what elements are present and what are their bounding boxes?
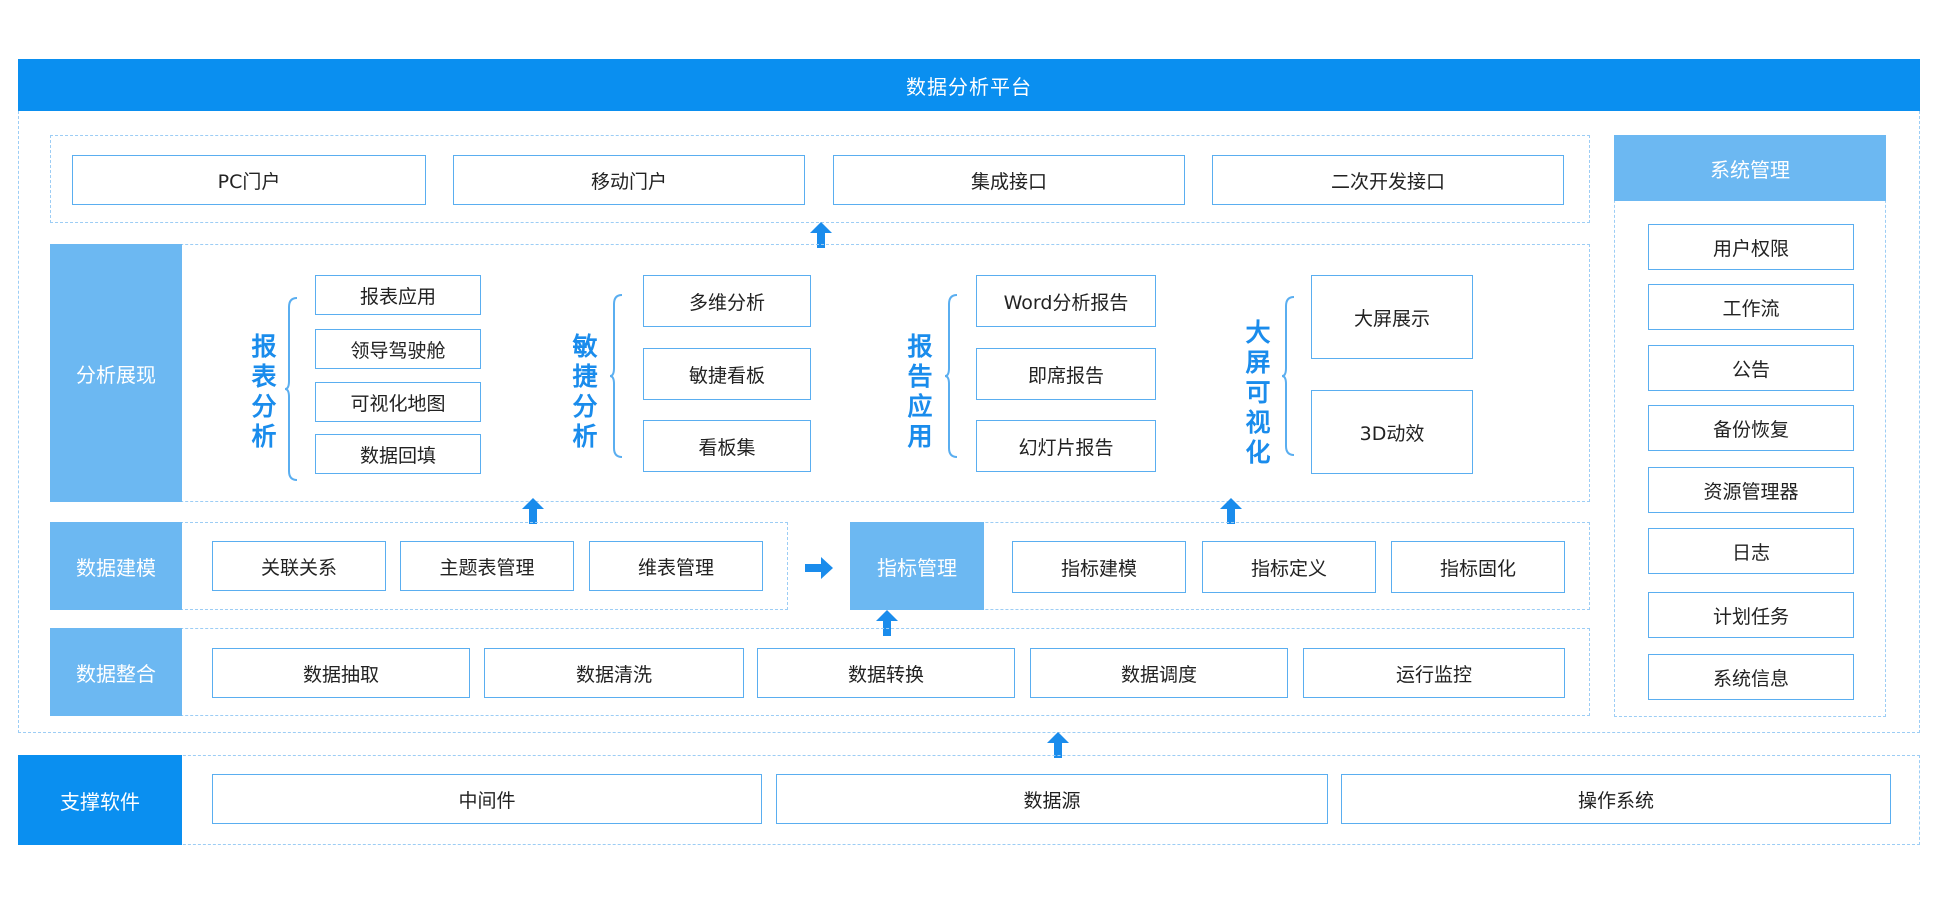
arrow-right-icon — [805, 557, 833, 579]
item-log: 日志 — [1648, 528, 1854, 574]
item-middleware: 中间件 — [212, 774, 762, 824]
brace-icon — [609, 294, 623, 458]
item-word-report: Word分析报告 — [976, 275, 1156, 327]
support-label: 支撑软件 — [18, 755, 182, 845]
item-relations: 关联关系 — [212, 541, 386, 591]
arrow-up-icon — [1220, 498, 1242, 524]
item-indicator-definition: 指标定义 — [1202, 541, 1376, 593]
item-system-info: 系统信息 — [1648, 654, 1854, 700]
item-scheduled-task: 计划任务 — [1648, 592, 1854, 638]
group-bigscreen-title: 大屏可视化 — [1245, 318, 1271, 467]
portal-pc: PC门户 — [72, 155, 426, 205]
item-user-permission: 用户权限 — [1648, 224, 1854, 270]
item-leader-cockpit: 领导驾驶舱 — [315, 329, 481, 369]
item-board-set: 看板集 — [643, 420, 811, 472]
item-adhoc-report: 即席报告 — [976, 348, 1156, 400]
arrow-up-icon — [1047, 732, 1069, 758]
group-agile-analysis-title: 敏捷分析 — [572, 332, 598, 451]
item-data-clean: 数据清洗 — [484, 648, 744, 698]
item-visual-map: 可视化地图 — [315, 382, 481, 422]
integration-label: 数据整合 — [50, 628, 182, 716]
item-announcement: 公告 — [1648, 345, 1854, 391]
item-data-transform: 数据转换 — [757, 648, 1015, 698]
item-3d-effect: 3D动效 — [1311, 390, 1473, 474]
item-bigscreen-display: 大屏展示 — [1311, 275, 1473, 359]
modeling-label: 数据建模 — [50, 522, 182, 610]
item-data-backfill: 数据回填 — [315, 434, 481, 474]
item-dimension-table: 维表管理 — [589, 541, 763, 591]
portal-mobile: 移动门户 — [453, 155, 805, 205]
platform-title: 数据分析平台 — [18, 59, 1920, 111]
item-indicator-modeling: 指标建模 — [1012, 541, 1186, 593]
brace-icon — [1281, 296, 1295, 456]
item-subject-table: 主题表管理 — [400, 541, 574, 591]
item-report-app: 报表应用 — [315, 275, 481, 315]
item-datasource: 数据源 — [776, 774, 1328, 824]
item-data-schedule: 数据调度 — [1030, 648, 1288, 698]
platform-frame — [18, 111, 1920, 733]
item-indicator-solidify: 指标固化 — [1391, 541, 1565, 593]
brace-icon — [284, 297, 298, 481]
item-run-monitor: 运行监控 — [1303, 648, 1565, 698]
item-backup-restore: 备份恢复 — [1648, 405, 1854, 451]
system-label: 系统管理 — [1614, 135, 1886, 201]
arrow-up-icon — [810, 222, 832, 248]
arrow-up-icon — [522, 498, 544, 524]
item-workflow: 工作流 — [1648, 284, 1854, 330]
portal-integration: 集成接口 — [833, 155, 1185, 205]
item-data-extract: 数据抽取 — [212, 648, 470, 698]
item-os: 操作系统 — [1341, 774, 1891, 824]
analysis-label: 分析展现 — [50, 244, 182, 502]
group-report-analysis-title: 报表分析 — [251, 332, 277, 451]
item-resource-manager: 资源管理器 — [1648, 467, 1854, 513]
arrow-up-icon — [876, 610, 898, 636]
brace-icon — [944, 294, 958, 458]
portal-row — [50, 135, 1590, 223]
group-report-app-title: 报告应用 — [907, 332, 933, 451]
item-slide-report: 幻灯片报告 — [976, 420, 1156, 472]
indicator-label: 指标管理 — [850, 522, 984, 610]
item-agile-board: 敏捷看板 — [643, 348, 811, 400]
item-multidim-analysis: 多维分析 — [643, 275, 811, 327]
portal-secondary-dev: 二次开发接口 — [1212, 155, 1564, 205]
